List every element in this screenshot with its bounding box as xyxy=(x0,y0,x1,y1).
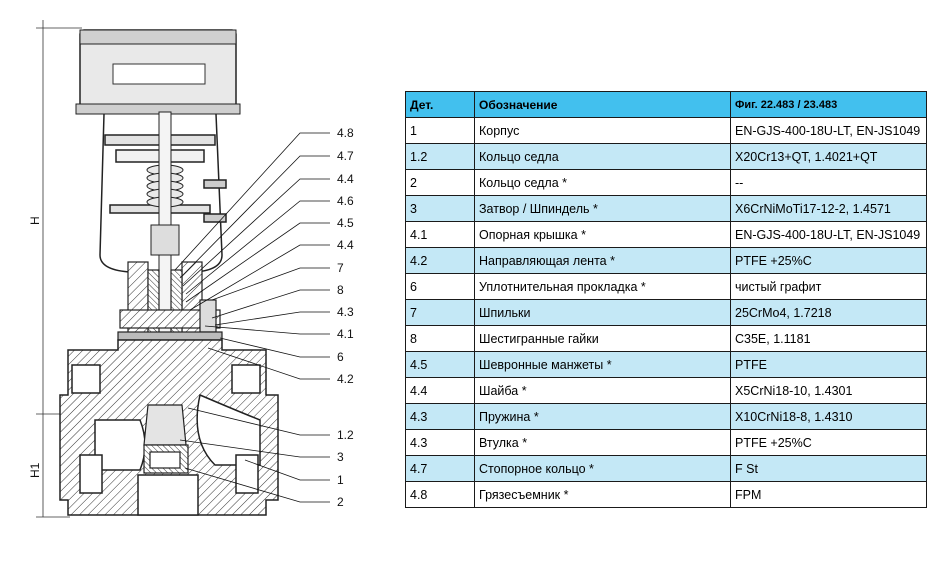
coupling xyxy=(150,224,180,256)
cell-part: 4.1 xyxy=(405,221,475,248)
callout-labels: 4.8 4.7 4.4 4.6 4.5 4.4 7 8 4.3 4.1 6 4.… xyxy=(337,126,354,509)
header-designation: Обозначение xyxy=(474,91,731,118)
callout-label: 4.7 xyxy=(337,149,354,163)
callout-label: 4.5 xyxy=(337,216,354,230)
callout-label: 4.4 xyxy=(337,172,354,186)
cell-material: F St xyxy=(730,455,927,482)
cell-material: X6CrNiMoTi17-12-2, 1.4571 xyxy=(730,195,927,222)
cell-designation: Опорная крышка * xyxy=(474,221,731,248)
callout-label: 1.2 xyxy=(337,428,354,442)
cell-designation: Уплотнительная прокладка * xyxy=(474,273,731,300)
callout-label: 6 xyxy=(337,350,344,364)
cell-designation: Направляющая лента * xyxy=(474,247,731,274)
cell-part: 4.3 xyxy=(405,403,475,430)
cell-material: PTFE xyxy=(730,351,927,378)
callout-label: 4.4 xyxy=(337,238,354,252)
callout-label: 4.1 xyxy=(337,327,354,341)
cell-part: 7 xyxy=(405,299,475,326)
cell-part: 4.5 xyxy=(405,351,475,378)
cell-designation: Грязесъемник * xyxy=(474,481,731,508)
cell-designation: Стопорное кольцо * xyxy=(474,455,731,482)
callout-label: 3 xyxy=(337,450,344,464)
cell-material: 25CrMo4, 1.7218 xyxy=(730,299,927,326)
cell-designation: Шпильки xyxy=(474,299,731,326)
cell-part: 4.8 xyxy=(405,481,475,508)
cell-part: 4.7 xyxy=(405,455,475,482)
callout-label: 8 xyxy=(337,283,344,297)
dimension-h1-label: H1 xyxy=(28,462,42,478)
header-material: Фиг. 22.483 / 23.483 xyxy=(730,91,927,118)
cell-material: C35E, 1.1181 xyxy=(730,325,927,352)
cell-material: X20Cr13+QT, 1.4021+QT xyxy=(730,143,927,170)
valve-section-drawing: H H1 xyxy=(28,20,354,518)
cell-designation: Пружина * xyxy=(474,403,731,430)
cell-part: 4.3 xyxy=(405,429,475,456)
cell-material: чистый графит xyxy=(730,273,927,300)
cell-part: 1 xyxy=(405,117,475,144)
cell-material: PTFE +25%C xyxy=(730,429,927,456)
cell-designation: Кольцо седла xyxy=(474,143,731,170)
cell-part: 6 xyxy=(405,273,475,300)
cell-designation: Шестигранные гайки xyxy=(474,325,731,352)
cell-part: 8 xyxy=(405,325,475,352)
callout-label: 4.6 xyxy=(337,194,354,208)
leader-lines xyxy=(174,132,330,503)
cell-material: PTFE +25%C xyxy=(730,247,927,274)
callout-label: 4.8 xyxy=(337,126,354,140)
cell-designation: Втулка * xyxy=(474,429,731,456)
cell-designation: Корпус xyxy=(474,117,731,144)
cell-material: -- xyxy=(730,169,927,196)
bonnet xyxy=(117,261,223,343)
cell-part: 1.2 xyxy=(405,143,475,170)
actuator xyxy=(75,29,241,115)
callout-label: 4.2 xyxy=(337,372,354,386)
cell-part: 2 xyxy=(405,169,475,196)
cell-part: 3 xyxy=(405,195,475,222)
dimension-lines xyxy=(36,20,82,518)
cell-designation: Кольцо седла * xyxy=(474,169,731,196)
header-part: Дет. xyxy=(405,91,475,118)
cell-material: X5CrNi18-10, 1.4301 xyxy=(730,377,927,404)
dimension-h-label: H xyxy=(28,216,42,225)
cell-material: EN-GJS-400-18U-LT, EN-JS1049 xyxy=(730,221,927,248)
cell-part: 4.2 xyxy=(405,247,475,274)
cell-part: 4.4 xyxy=(405,377,475,404)
plug-and-seat xyxy=(143,404,189,474)
cell-material: X10CrNi18-8, 1.4310 xyxy=(730,403,927,430)
callout-label: 7 xyxy=(337,261,344,275)
table-header-row: Дет. Обозначение Фиг. 22.483 / 23.483 xyxy=(405,91,927,118)
cell-designation: Затвор / Шпиндель * xyxy=(474,195,731,222)
cell-designation: Шайба * xyxy=(474,377,731,404)
callout-label: 2 xyxy=(337,495,344,509)
cell-designation: Шевронные манжеты * xyxy=(474,351,731,378)
cell-material: EN-GJS-400-18U-LT, EN-JS1049 xyxy=(730,117,927,144)
cell-material: FPM xyxy=(730,481,927,508)
callout-label: 1 xyxy=(337,473,344,487)
callout-label: 4.3 xyxy=(337,305,354,319)
